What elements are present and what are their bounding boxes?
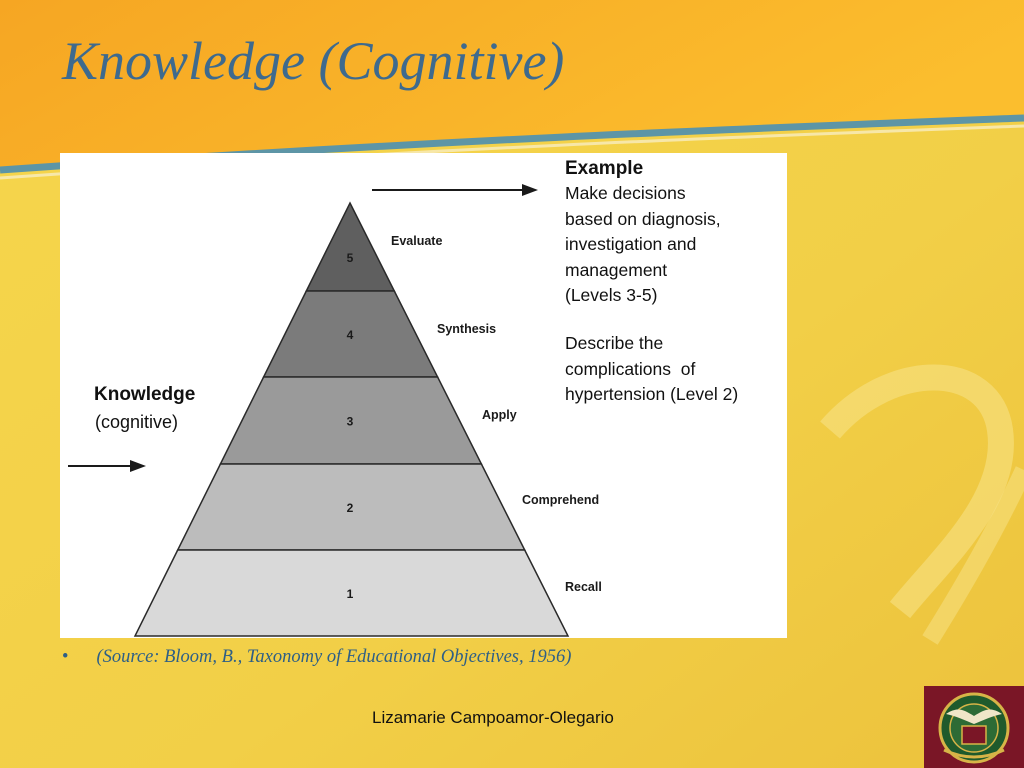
tier-number-3: 3 [347,415,354,429]
tier-label-evaluate: Evaluate [391,234,442,248]
knowledge-arrow-head [130,460,146,472]
tier-number-5: 5 [347,251,354,265]
university-seal-logo [938,692,1010,764]
source-citation: • (Source: Bloom, B., Taxonomy of Educati… [62,647,571,668]
tier-label-apply: Apply [482,408,517,422]
cognitive-label: (cognitive) [95,412,179,432]
tier-label-synthesis: Synthesis [437,322,496,336]
tier-number-4: 4 [347,328,354,342]
tier-label-recall: Recall [565,580,602,594]
pyramid-tier-1 [133,549,570,637]
example-text-levels-3-5: Make decisions based on diagnosis, inves… [565,183,721,305]
slide-title: Knowledge (Cognitive) [62,31,565,91]
pyramid-tier-5 [305,201,396,292]
tier-label-comprehend: Comprehend [522,493,599,507]
decorative-swirl-2 [922,466,1024,645]
decorative-swirl [820,364,1014,619]
knowledge-label: Knowledge [94,384,196,405]
tier-number-1: 1 [347,587,354,601]
example-title: Example [565,158,644,179]
example-text-level-2: Describe the complications of hypertensi… [565,333,739,404]
source-text: (Source: Bloom, B., Taxonomy of Educatio… [96,647,572,667]
bullet: • [62,647,69,667]
knowledge-pyramid: 5 Evaluate 4 Synthesis 3 Apply 2 Comprehend 1 Rec… [68,184,602,637]
bloom-taxonomy-figure: 5 Evaluate 4 Synthesis 3 Apply 2 Comprehend 1 Rec… [60,153,787,638]
university-seal [924,686,1024,768]
author-footer: Lizamarie Campoamor-Olegario [372,708,614,727]
tier-number-2: 2 [347,501,354,515]
example-arrow-head [522,184,538,196]
